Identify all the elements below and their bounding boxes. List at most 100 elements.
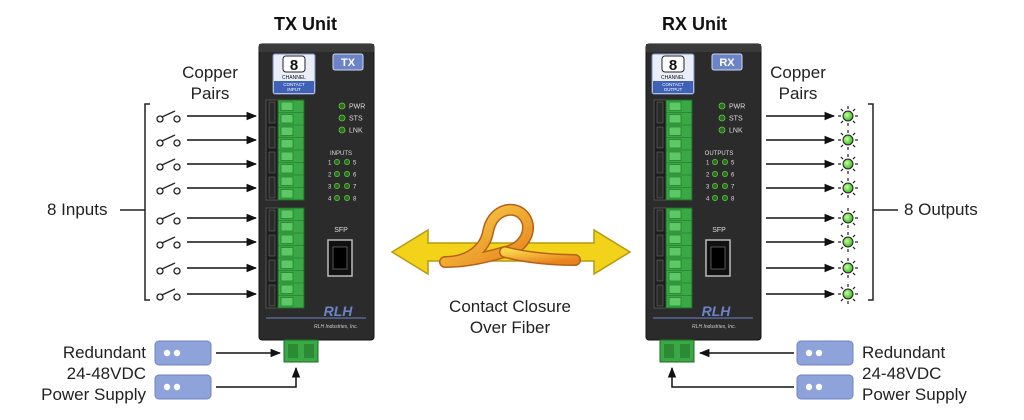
io-led <box>344 159 350 165</box>
rx-io-header: OUTPUTS <box>705 151 734 157</box>
svg-text:TX: TX <box>341 57 356 69</box>
tx-io-leds: 1 5 2 6 3 7 4 8 <box>328 159 357 203</box>
io-channel-number: 6 <box>731 173 735 179</box>
svg-text:CHANNEL: CHANNEL <box>661 75 685 81</box>
status-led <box>718 114 726 122</box>
svg-text:CONTACT: CONTACT <box>662 82 684 87</box>
io-led <box>712 159 718 165</box>
fiber-link <box>390 203 632 276</box>
switch-icon <box>156 158 181 171</box>
rx-io-leds: 1 5 2 6 3 7 4 8 <box>706 159 735 203</box>
io-channel-number: 2 <box>328 173 332 179</box>
light-icon <box>838 178 858 198</box>
rx-channel-logo: 8 CHANNEL CONTACT OUTPUT <box>651 53 695 95</box>
status-led-label: LNK <box>349 128 363 135</box>
rx-badge: RX <box>711 53 743 71</box>
io-channel-number: 7 <box>731 185 735 191</box>
tx-input-switches <box>156 110 258 301</box>
power-supply-icon <box>796 374 854 400</box>
light-icon <box>838 258 858 278</box>
light-icon <box>838 284 858 304</box>
io-channel-number: 8 <box>353 197 357 203</box>
io-led <box>344 183 350 189</box>
power-supply-icon <box>796 340 854 366</box>
power-supplies <box>154 340 854 400</box>
status-led <box>718 126 726 134</box>
status-led <box>718 102 726 110</box>
io-channel-number: 5 <box>353 161 357 167</box>
io-channel-number: 1 <box>706 161 710 167</box>
tx-unit-title: TX Unit <box>274 14 337 34</box>
svg-text:CONTACT: CONTACT <box>283 82 305 87</box>
io-led <box>712 195 718 201</box>
rx-terminal-blocks <box>653 99 693 309</box>
status-led-label: PWR <box>349 104 365 111</box>
io-channel-number: 6 <box>353 173 357 179</box>
tx-unit: 8 CHANNEL CONTACT INPUT TX PWR STS LNK INP… <box>258 43 375 363</box>
io-led <box>712 183 718 189</box>
tx-sfp-label: SFP <box>334 227 348 234</box>
io-channel-number: 4 <box>706 197 710 203</box>
light-icon <box>838 208 858 228</box>
status-led-label: STS <box>349 116 363 123</box>
io-led <box>712 171 718 177</box>
io-channel-number: 5 <box>731 161 735 167</box>
rx-brand: RLH Industries, Inc. <box>692 324 736 330</box>
tx-terminal-blocks <box>265 99 305 309</box>
svg-text:8: 8 <box>669 57 677 74</box>
io-led <box>334 171 340 177</box>
io-channel-number: 3 <box>706 185 710 191</box>
tx-badge: TX <box>332 53 364 71</box>
io-channel-number: 2 <box>706 173 710 179</box>
rx-status-leds: PWR STS LNK <box>718 102 745 135</box>
switch-icon <box>156 236 181 249</box>
light-icon <box>838 130 858 150</box>
rx-output-lights <box>766 106 858 304</box>
io-channel-number: 1 <box>328 161 332 167</box>
io-led <box>334 159 340 165</box>
status-led <box>338 126 346 134</box>
rx-outputs-bracket <box>868 103 898 301</box>
tx-brand: RLH Industries, Inc. <box>314 324 358 330</box>
tx-power-arrows <box>216 348 301 388</box>
switch-icon <box>156 182 181 195</box>
status-led <box>338 102 346 110</box>
io-channel-number: 4 <box>328 197 332 203</box>
io-led <box>344 195 350 201</box>
io-channel-number: 8 <box>731 197 735 203</box>
switch-icon <box>156 212 181 225</box>
tx-inputs-group-label: 8 Inputs <box>47 200 108 219</box>
switch-icon <box>156 288 181 301</box>
svg-text:INPUT: INPUT <box>287 87 301 92</box>
status-led-label: LNK <box>729 128 743 135</box>
switch-icon <box>156 110 181 123</box>
io-led <box>722 171 728 177</box>
svg-text:RX: RX <box>719 57 735 69</box>
io-led <box>334 195 340 201</box>
svg-text:CHANNEL: CHANNEL <box>282 75 306 81</box>
io-led <box>722 159 728 165</box>
rx-sfp-label: SFP <box>712 227 726 234</box>
status-led <box>338 114 346 122</box>
tx-status-leds: PWR STS LNK <box>338 102 365 135</box>
io-channel-number: 3 <box>328 185 332 191</box>
io-led <box>722 183 728 189</box>
io-channel-number: 7 <box>353 185 357 191</box>
tx-sfp-port <box>327 239 353 277</box>
rx-power-arrows <box>667 348 794 388</box>
rx-brand-mark: RLH <box>702 303 732 319</box>
io-led <box>722 195 728 201</box>
tx-power-connector <box>283 339 319 363</box>
light-icon <box>838 232 858 252</box>
status-led-label: STS <box>729 116 743 123</box>
status-led-label: PWR <box>729 104 745 111</box>
svg-text:OUTPUT: OUTPUT <box>664 87 683 92</box>
tx-brand-mark: RLH <box>324 303 354 319</box>
tx-channel-logo: 8 CHANNEL CONTACT INPUT <box>272 53 316 95</box>
light-icon <box>838 106 858 126</box>
